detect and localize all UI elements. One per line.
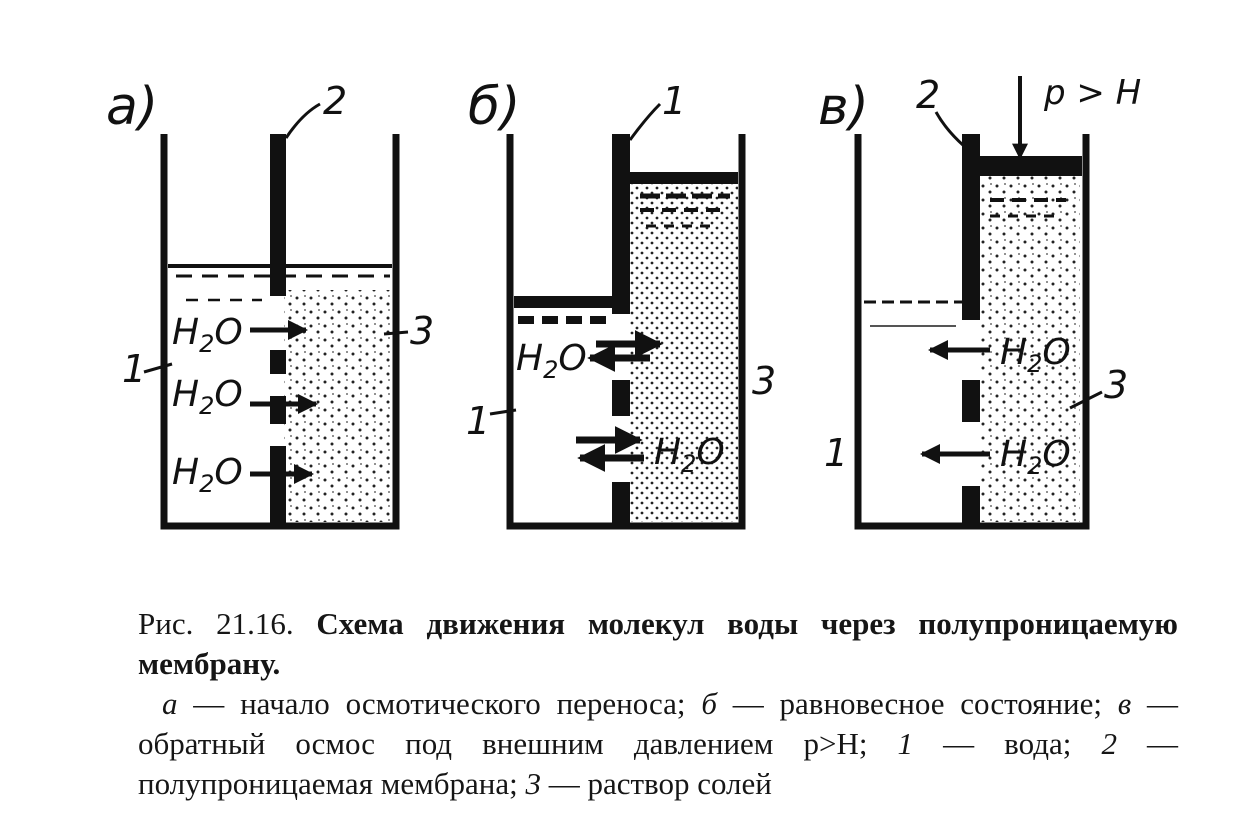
- panel-c-membrane-segment: [962, 380, 980, 422]
- panel-b: б) 1 1 3 H2O H2O: [466, 77, 776, 530]
- panel-a-membrane-segment: [270, 446, 286, 526]
- panel-b-membrane: [612, 134, 630, 314]
- panel-c-flow-label: H2O: [1000, 332, 1071, 378]
- panel-a-flow-label: H2O: [172, 374, 243, 420]
- panel-c-leader-membrane: [934, 111, 965, 148]
- caption-text-1: — вода;: [913, 726, 1102, 761]
- panel-c-flow-label: H2O: [1000, 434, 1071, 480]
- panel-b-membrane-segment: [612, 380, 630, 416]
- caption-title: Схема движения молекул воды через полупр…: [138, 606, 1178, 681]
- caption-figure-label: Рис. 21.16.: [138, 606, 294, 641]
- panel-b-letter: б): [468, 77, 520, 137]
- panel-a-flow-label: H2O: [172, 452, 243, 498]
- osmosis-diagram: а) 2 1 3 H2O H2O H2O б): [106, 73, 1141, 530]
- panel-b-water-surface: [514, 296, 614, 308]
- caption-num-2: 2: [1101, 726, 1117, 761]
- panel-b-leader-water: [489, 408, 517, 416]
- panel-b-label-membrane: 1: [662, 79, 686, 123]
- panel-b-flow-label: H2O: [654, 432, 725, 478]
- panel-b-flow-label: H2O: [516, 338, 587, 384]
- panel-c-membrane: [962, 134, 980, 320]
- panel-a-membrane-segment: [270, 350, 286, 374]
- caption-num-3: 3: [525, 766, 541, 801]
- panel-c-label-membrane: 2: [916, 73, 940, 117]
- caption-text-2: — полупроницаемая мембрана;: [138, 726, 1179, 801]
- panel-b-membrane-segment: [612, 482, 630, 526]
- panel-a-label-membrane: 2: [323, 79, 347, 123]
- panel-a-membrane-segment: [270, 396, 286, 424]
- panel-c-salt-solution: [980, 176, 1080, 522]
- caption-letter-b: б: [701, 686, 717, 721]
- panel-c: в) p > H 2 1 3 H2O H2O: [818, 73, 1141, 530]
- caption-title-line: Рис. 21.16. Схема движения молекул воды …: [138, 604, 1178, 684]
- caption-text-v: — обратный осмос под внешним давлением p…: [138, 686, 1179, 761]
- panel-b-label-solution: 3: [752, 359, 776, 403]
- caption-letter-a: а: [162, 686, 178, 721]
- panel-c-label-solution: 3: [1104, 363, 1128, 407]
- caption-text-3: — раствор солей: [540, 766, 772, 801]
- panel-a-letter: а): [106, 77, 158, 137]
- caption-letter-v: в: [1117, 686, 1132, 721]
- panel-a: а) 2 1 3 H2O H2O H2O: [106, 77, 434, 530]
- caption-num-1: 1: [897, 726, 914, 761]
- figure-caption: Рис. 21.16. Схема движения молекул воды …: [138, 604, 1178, 804]
- panel-c-pressure-label: p > H: [1043, 73, 1141, 113]
- panel-a-leader-membrane: [284, 102, 321, 139]
- panel-c-label-water: 1: [824, 431, 848, 475]
- panel-c-piston: [976, 156, 1082, 176]
- panel-a-leader-solution: [383, 330, 409, 336]
- panel-a-flow-label: H2O: [172, 312, 243, 358]
- panel-a-label-solution: 3: [410, 309, 434, 353]
- panel-a-label-water: 1: [122, 347, 146, 391]
- panel-c-membrane-segment: [962, 486, 980, 526]
- panel-c-leader-solution: [1069, 390, 1103, 410]
- caption-text-a: — начало осмотического переноса;: [177, 686, 702, 721]
- panel-a-membrane: [270, 134, 286, 296]
- panel-c-letter: в): [818, 77, 869, 137]
- caption-text-b: — равновесное состояние;: [716, 686, 1118, 721]
- caption-legend: а — начало осмотического переноса; б — р…: [138, 684, 1178, 804]
- panel-a-leader-water: [143, 362, 173, 374]
- panel-b-solution-surface: [630, 172, 738, 184]
- panel-b-label-water: 1: [466, 399, 490, 443]
- panel-b-leader-membrane: [628, 102, 662, 141]
